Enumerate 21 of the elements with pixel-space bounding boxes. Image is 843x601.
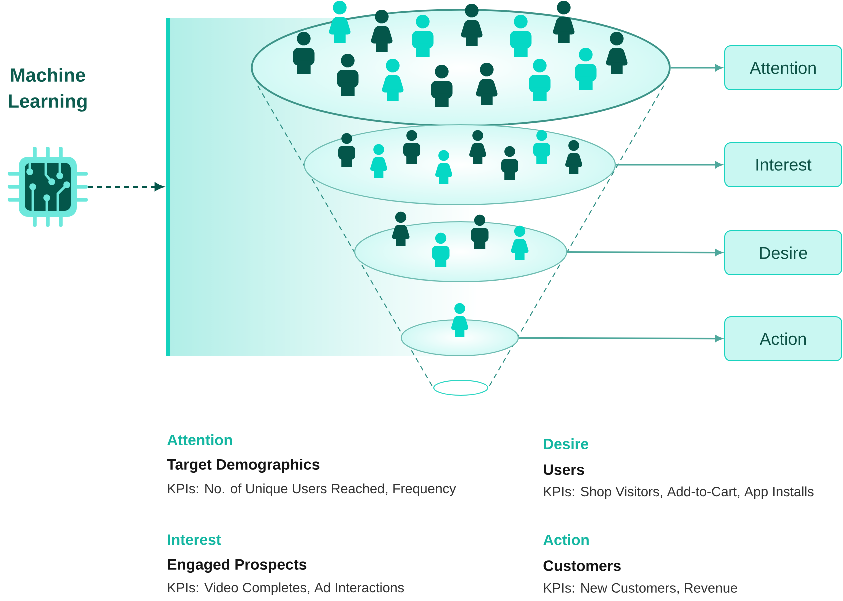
subheading: Target Demographics	[167, 458, 320, 474]
subheading: Users	[544, 464, 584, 476]
subheading: Customers	[544, 560, 621, 572]
arrow	[670, 64, 722, 72]
chip-icon	[8, 147, 88, 227]
section-heading: Desire	[544, 438, 589, 450]
section-heading: Action	[544, 534, 589, 546]
stage-box: Interest	[724, 142, 842, 188]
kpi-text: KPIs: No. of Unique Users Reached, Frequency	[168, 484, 456, 496]
section-heading: Attention	[168, 434, 232, 446]
node-caption: Machine Learning	[9, 68, 87, 112]
gradient-panel	[166, 18, 170, 356]
stage-box: Attention	[724, 46, 842, 90]
subheading: Engaged Prospects	[168, 558, 307, 574]
section-heading: Interest	[168, 534, 222, 546]
arrow	[88, 182, 164, 192]
stage-box: Desire	[724, 230, 842, 276]
kpi-text: KPIs: New Customers, Revenue	[544, 583, 738, 595]
kpi-text: KPIs: Video Completes, Ad Interactions	[168, 582, 404, 596]
kpi-text: KPIs: Shop Visitors, Add-to-Cart, App Installs	[544, 486, 814, 500]
stage-box: Action	[724, 316, 842, 362]
